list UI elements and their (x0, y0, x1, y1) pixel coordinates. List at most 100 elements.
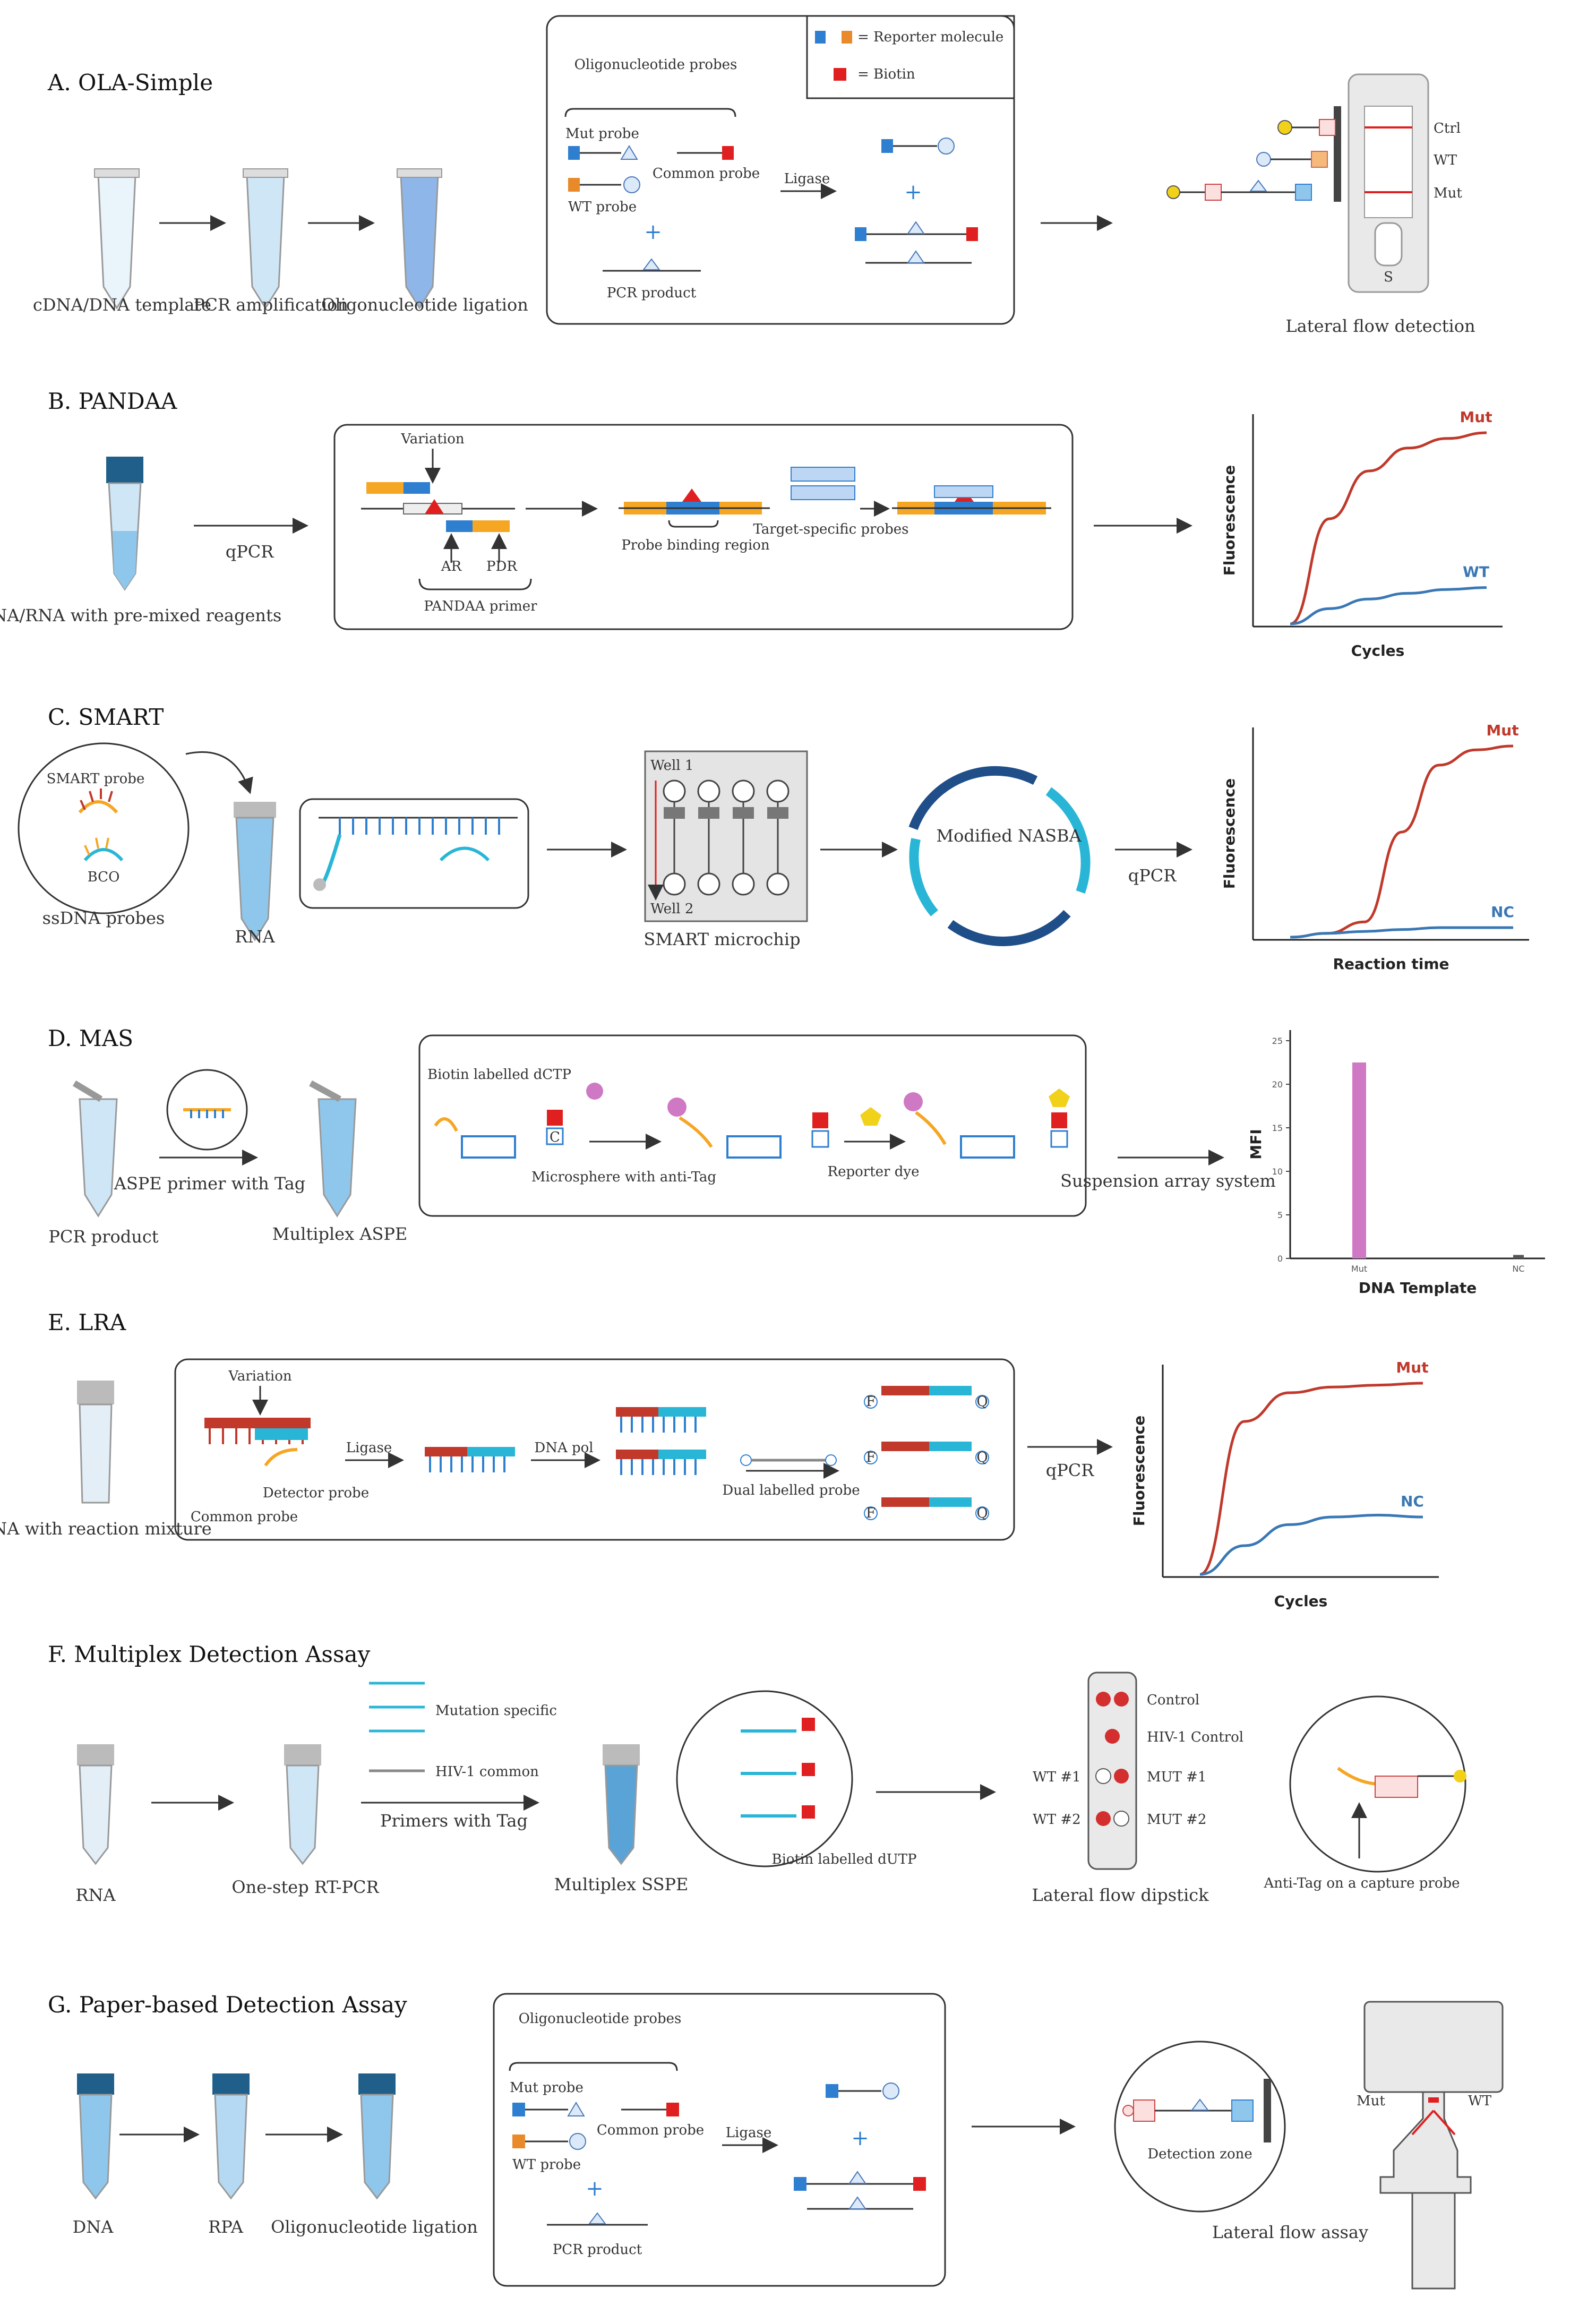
legend-biotin: = Biotin (857, 66, 915, 82)
strip-wt: WT (1434, 152, 1457, 168)
dipstick-label: Lateral flow dipstick (1032, 1885, 1209, 1905)
series-label-mut: Mut (1460, 408, 1492, 426)
series-label-nc: NC (1491, 903, 1514, 921)
label-template: cDNA/DNA template (33, 295, 211, 315)
probe-binding-label: Probe binding region (621, 537, 770, 553)
bar-nc (1513, 1255, 1524, 1258)
lateral-flow-strip: S (1334, 73, 1429, 293)
reporter-orange-icon (842, 31, 852, 44)
f-label: F (866, 1450, 876, 1465)
lfa-label: Lateral flow assay (1212, 2222, 1368, 2242)
smart-probe-label: SMART probe (47, 771, 145, 787)
svg-text:+: + (644, 220, 662, 244)
y-axis-label: Fluorescence (1130, 1416, 1148, 1526)
rna-label: RNA (235, 927, 275, 947)
x-axis-label: Cycles (1351, 642, 1405, 659)
label-ligation: Oligonucleotide ligation (321, 295, 528, 315)
lra-box (174, 1358, 1015, 1541)
label-lateral-flow: Lateral flow detection (1285, 316, 1475, 336)
tube-icon (397, 168, 442, 310)
x-tick-label: Mut (1351, 1264, 1367, 1274)
tube-icon (243, 168, 288, 310)
nasba-cycle-icon (908, 766, 1091, 946)
probe-box (546, 15, 1015, 325)
series-line-mut (1290, 744, 1514, 939)
bracket (564, 108, 736, 117)
detector-label: Detector probe (263, 1485, 369, 1501)
f-label: F (866, 1394, 876, 1410)
series-line-mut (1290, 431, 1487, 625)
variation-label-e: Variation (228, 1368, 292, 1384)
qpcr-label-c: qPCR (1128, 865, 1177, 886)
mut1-label: MUT #1 (1147, 1769, 1206, 1785)
rpa-label: RPA (208, 2217, 244, 2237)
tube-icon (234, 802, 276, 941)
aspe-label: ASPE primer with Tag (114, 1173, 306, 1194)
panel-c-title: C. SMART (48, 704, 164, 730)
panel-e-title: E. LRA (48, 1309, 126, 1335)
series-line-wt (1290, 586, 1487, 625)
panel-b: B. PANDAA DNA/RNA with pre-mixed reagent… (0, 388, 1192, 630)
series-label-mut: Mut (1396, 1359, 1428, 1376)
panel-a-title: A. OLA-Simple (47, 70, 213, 96)
biotin-label: Biotin labelled dCTP (427, 1067, 571, 1083)
microsphere-label: Microsphere with anti-Tag (531, 1169, 716, 1185)
microchip (644, 750, 808, 922)
well2-label: Well 2 (650, 901, 693, 917)
suspension-label: Suspension array system (1060, 1171, 1276, 1191)
rna-label-f: RNA (75, 1885, 116, 1905)
y-tick-label: 15 (1272, 1123, 1283, 1133)
x-axis-label: Reaction time (1333, 955, 1449, 973)
tube-icon (284, 1744, 321, 1865)
target-probes-label: Target-specific probes (753, 521, 908, 537)
label-dna-rna: DNA/RNA with pre-mixed reagents (0, 605, 281, 625)
panel-c: C. SMART SMART probe BCO ssDNA probes RN… (18, 704, 1192, 949)
common-probe-g: Common probe (597, 2122, 704, 2138)
variation-label: Variation (400, 431, 465, 447)
ssdna-label: ssDNA probes (42, 908, 165, 928)
q-label: Q (976, 1505, 988, 1521)
bar-mut (1352, 1062, 1366, 1258)
reporter-blue-icon (815, 31, 826, 44)
ligase-label: Ligase (784, 171, 830, 187)
panel-e: E. LRA RNA with reaction mixture Variati… (0, 1309, 1113, 1541)
svg-text:+: + (904, 180, 922, 204)
c-label: C (550, 1129, 560, 1145)
y-axis-label: Fluorescence (1221, 465, 1238, 576)
sspe-label: Multiplex SSPE (554, 1874, 689, 1895)
mut-label-g: Mut (1357, 2093, 1385, 2109)
q-label: Q (976, 1450, 988, 1465)
legend-box (806, 15, 1015, 99)
pcr-product-g: PCR product (553, 2242, 642, 2258)
mut2-label: MUT #2 (1147, 1812, 1206, 1828)
tube-icon (77, 1381, 114, 1504)
series-line-nc (1290, 926, 1513, 939)
series-label-wt: WT (1463, 563, 1489, 581)
antitag-label: Anti-Tag on a capture probe (1263, 1875, 1460, 1891)
multiplex-aspe-label: Multiplex ASPE (272, 1224, 408, 1244)
dual-label: Dual labelled probe (722, 1482, 860, 1498)
x-axis-label: DNA Template (1359, 1279, 1477, 1297)
wt-probe-g: WT probe (512, 2157, 581, 2173)
hiv-common-label: HIV-1 common (435, 1764, 539, 1780)
y-tick-label: 5 (1277, 1210, 1283, 1220)
panel-b-title: B. PANDAA (48, 388, 177, 414)
series-label-mut: Mut (1486, 722, 1518, 739)
panel-d-title: D. MAS (48, 1025, 133, 1051)
tube-icon (72, 1080, 118, 1218)
series-line-nc (1199, 1513, 1423, 1576)
common-probe-label: Common probe (653, 166, 760, 182)
panel-g: G. Paper-based Detection Assay DNA RPA O… (48, 1992, 1504, 2290)
dna-label: DNA (73, 2217, 114, 2237)
microchip-label: SMART microchip (643, 929, 800, 949)
ligase-label-e: Ligase (346, 1440, 392, 1456)
mutation-label: Mutation specific (435, 1703, 557, 1719)
tube-icon (358, 2073, 396, 2200)
rtpcr-label: One-step RT-PCR (231, 1877, 379, 1897)
y-tick-label: 10 (1272, 1167, 1283, 1177)
probe-box-g (493, 1993, 946, 2287)
